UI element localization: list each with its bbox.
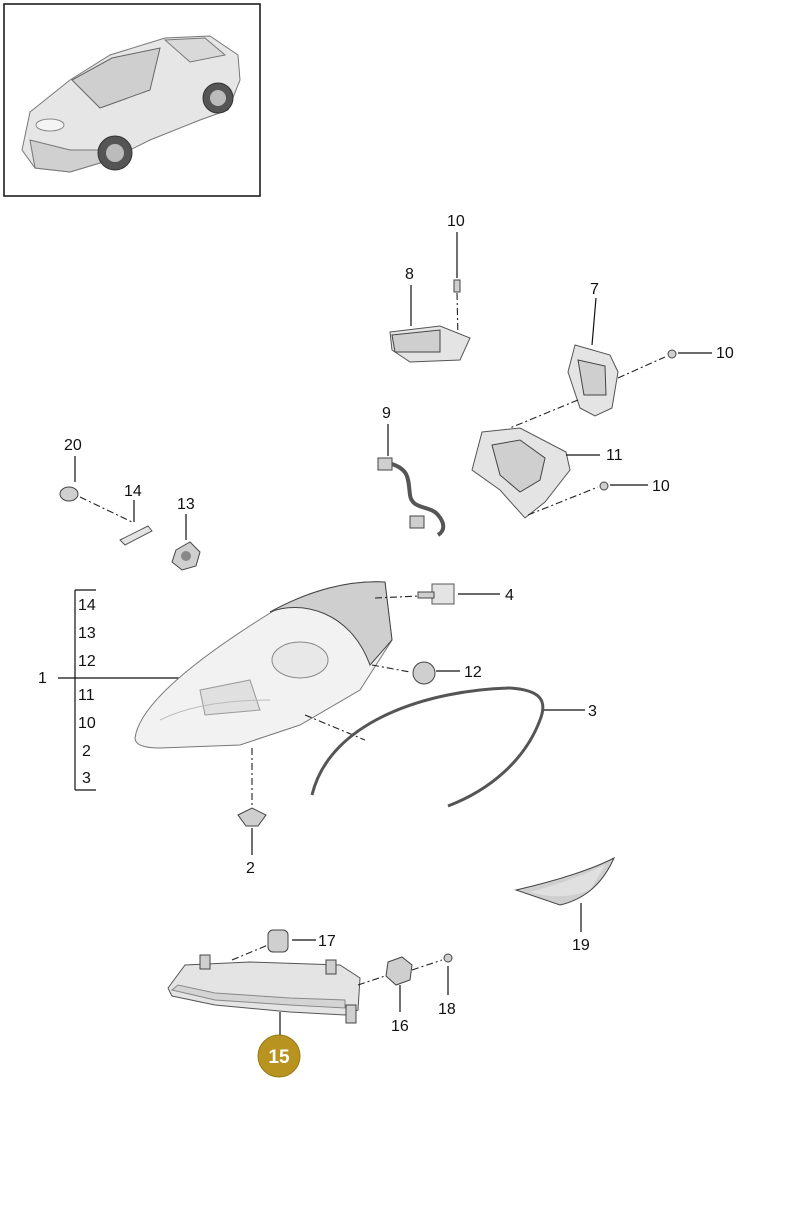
part-14-adjuster[interactable]: 14 [119, 483, 153, 546]
list-item-11: 11 [78, 687, 95, 704]
callout-10-right-top: 10 [716, 345, 734, 362]
part-19-side-marker[interactable]: 19 [514, 856, 616, 954]
list-item-10: 10 [78, 715, 96, 732]
part-1-headlight[interactable] [134, 581, 393, 749]
callout-17: 17 [318, 933, 336, 950]
part-18-screw[interactable]: 18 [438, 953, 456, 1018]
part-10-screw-right-top[interactable]: 10 [667, 345, 734, 362]
car-thumbnail[interactable] [3, 3, 261, 197]
callout-10-top: 10 [447, 213, 465, 230]
part-3-seal[interactable]: 3 [310, 686, 597, 808]
car-thumbnail-icon [21, 35, 241, 173]
part-20-grommet[interactable]: 20 [59, 437, 82, 502]
part-13-nut[interactable]: 13 [171, 496, 201, 571]
part-12-cap[interactable]: 12 [412, 661, 482, 685]
list-item-14: 14 [78, 597, 96, 614]
part-2-grommet[interactable]: 2 [237, 807, 267, 877]
list-item-2: 2 [82, 743, 91, 760]
callout-9: 9 [382, 405, 391, 422]
callout-8: 8 [405, 266, 414, 283]
part-11-housing[interactable]: 11 [471, 427, 623, 519]
callout-3: 3 [588, 703, 597, 720]
callout-19: 19 [572, 937, 590, 954]
part-16-socket[interactable]: 16 [385, 956, 413, 1035]
part-7-bracket[interactable]: 7 [567, 281, 619, 417]
part-9-wiring-harness[interactable]: 9 [377, 405, 446, 537]
highlight-badge-15[interactable]: 15 [257, 1034, 301, 1078]
callout-1: 1 [38, 670, 47, 687]
badge-label-15: 15 [268, 1047, 290, 1068]
callout-20: 20 [64, 437, 82, 454]
callout-10-right-bottom: 10 [652, 478, 670, 495]
list-item-13: 13 [78, 625, 96, 642]
part-8-control-unit[interactable]: 8 [389, 266, 471, 363]
callout-16: 16 [391, 1018, 409, 1035]
part-10-screw-top[interactable]: 10 [447, 213, 465, 293]
callout-14: 14 [124, 483, 142, 500]
part-4-bulb-socket[interactable]: 4 [417, 583, 514, 605]
callout-2: 2 [246, 860, 255, 877]
headlight-assembly-icon [134, 581, 393, 749]
callout-13: 13 [177, 496, 195, 513]
list-item-12: 12 [78, 653, 96, 670]
list-item-3: 3 [82, 770, 91, 787]
callout-11: 11 [606, 447, 623, 464]
part-1-assembly-list: 1 14 13 12 11 10 2 3 [38, 589, 186, 791]
part-15-drl-module[interactable] [167, 954, 361, 1035]
callout-7: 7 [590, 281, 599, 298]
callout-18: 18 [438, 1001, 456, 1018]
callout-4: 4 [505, 587, 514, 604]
part-17-cap[interactable]: 17 [267, 929, 336, 953]
part-10-screw-right-bottom[interactable]: 10 [599, 478, 670, 495]
callout-12: 12 [464, 664, 482, 681]
